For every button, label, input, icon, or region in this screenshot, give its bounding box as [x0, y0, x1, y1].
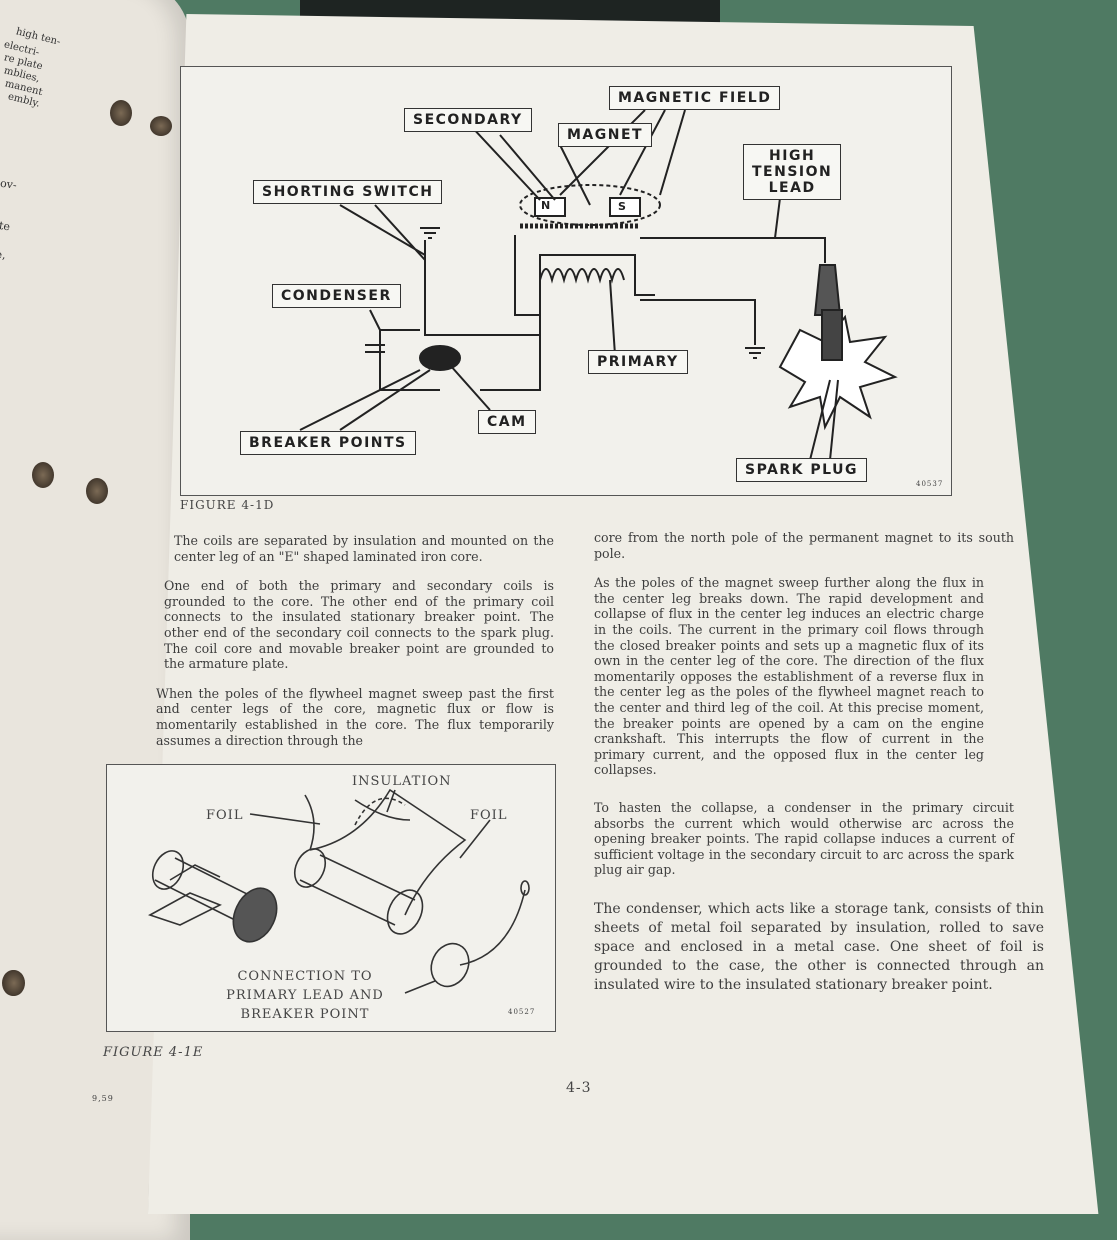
- paragraph: One end of both the primary and secondar…: [164, 578, 554, 672]
- label-shorting-switch: SHORTING SWITCH: [253, 180, 443, 204]
- label-line: BREAKER POINT: [240, 1007, 370, 1022]
- label-primary: PRIMARY: [588, 350, 688, 374]
- label-foil-left: FOIL: [206, 808, 244, 823]
- label-line: PRIMARY LEAD AND: [226, 988, 384, 1003]
- label-connection: CONNECTION TO PRIMARY LEAD AND BREAKER P…: [210, 967, 400, 1024]
- label-magnet: MAGNET: [558, 123, 653, 147]
- magnet-south: [609, 197, 641, 217]
- right-column-text: core from the north pole of the permanen…: [594, 530, 1044, 1009]
- paragraph: To hasten the collapse, a condenser in t…: [594, 799, 1014, 878]
- paragraph: The coils are separated by insulation an…: [174, 533, 554, 564]
- figure-caption: FIGURE 4-1E: [103, 1045, 204, 1060]
- label-high-tension-lead: HIGH TENSION LEAD: [743, 144, 842, 200]
- label-breaker-points: BREAKER POINTS: [240, 431, 416, 455]
- binder-hole: [150, 116, 172, 136]
- label-foil-right: FOIL: [470, 808, 508, 823]
- label-s: S: [618, 200, 628, 213]
- label-line: TENSION: [752, 164, 833, 180]
- binder-hole: [110, 100, 132, 126]
- condenser-diagram: [148, 788, 530, 994]
- figure-caption: FIGURE 4-1D: [180, 498, 275, 512]
- label-line: HIGH: [769, 148, 816, 164]
- paragraph: When the poles of the flywheel magnet sw…: [156, 685, 554, 748]
- paragraph: core from the north pole of the permanen…: [594, 530, 1014, 561]
- figure-code: 40537: [916, 480, 944, 488]
- ignition-circuit-diagram: [299, 109, 898, 461]
- label-line: LEAD: [768, 180, 816, 196]
- figure-code: 40527: [508, 1008, 536, 1016]
- binder-hole: [86, 478, 108, 504]
- paragraph: As the poles of the magnet sweep further…: [594, 575, 984, 778]
- paragraph: The condenser, which acts like a storage…: [594, 900, 1044, 993]
- left-column-text: The coils are separated by insulation an…: [156, 533, 554, 762]
- label-spark-plug: SPARK PLUG: [736, 458, 867, 482]
- label-condenser: CONDENSER: [272, 284, 401, 308]
- date-code: 9,59: [92, 1094, 114, 1103]
- page-number: 4-3: [566, 1080, 592, 1096]
- binder-hole: [32, 462, 54, 488]
- label-magnetic-field: MAGNETIC FIELD: [609, 86, 781, 110]
- label-n: N: [541, 199, 552, 212]
- label-insulation: INSULATION: [352, 774, 452, 789]
- magnet-north: [534, 197, 566, 217]
- label-secondary: SECONDARY: [404, 108, 532, 132]
- label-cam: CAM: [478, 410, 536, 434]
- binder-hole: [3, 970, 25, 996]
- magnetic-field-lines: [519, 184, 661, 226]
- label-line: CONNECTION TO: [237, 969, 373, 984]
